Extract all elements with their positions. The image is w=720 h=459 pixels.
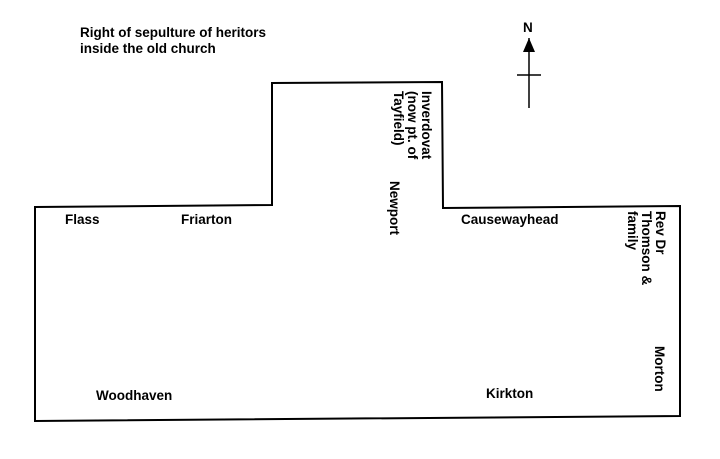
label-flass: Flass [65, 212, 100, 227]
compass-north-label: N [523, 20, 533, 35]
inverdovat-line-1: Inverdovat [419, 91, 434, 160]
label-causewayhead: Causewayhead [461, 212, 559, 227]
north-arrow-icon [517, 38, 541, 108]
inverdovat-line-2: (now pt. of [405, 91, 420, 160]
label-thomson-family: Rev Dr Thomson & family [625, 211, 668, 286]
label-kirkton: Kirkton [486, 386, 534, 401]
inverdovat-line-3: Tayfield) [391, 91, 406, 146]
thomson-line-2: Thomson & [639, 211, 654, 286]
thomson-line-3: family [625, 211, 640, 251]
thomson-line-1: Rev Dr [653, 211, 668, 255]
label-inverdovat: Inverdovat (now pt. of Tayfield) [391, 91, 434, 160]
label-newport: Newport [387, 181, 402, 235]
title-line-2: inside the old church [80, 41, 216, 56]
diagram-title: Right of sepulture of heritors inside th… [80, 25, 266, 57]
label-woodhaven: Woodhaven [96, 388, 173, 403]
label-morton: Morton [652, 346, 667, 392]
label-friarton: Friarton [181, 212, 233, 227]
title-line-1: Right of sepulture of heritors [80, 25, 267, 40]
church-outline [34, 80, 681, 423]
